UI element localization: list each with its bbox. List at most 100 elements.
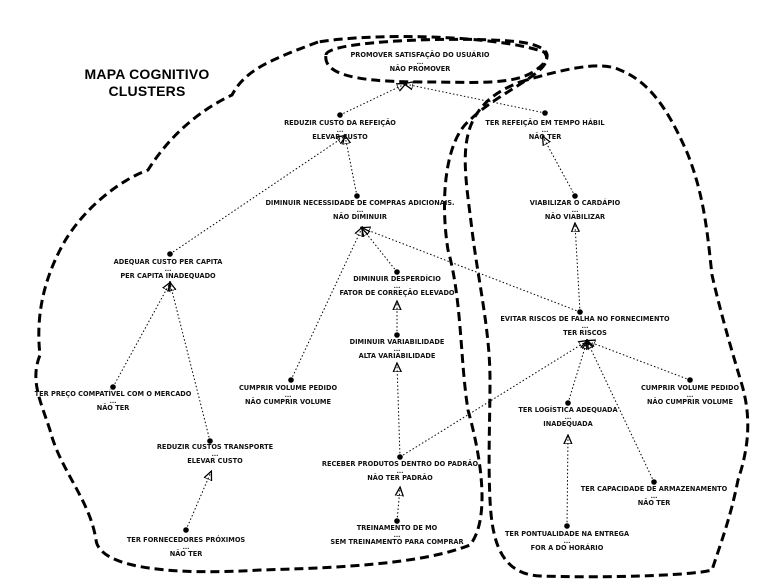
node-opposite: NÃO VIABILIZAR xyxy=(544,212,606,221)
node-separator: ... xyxy=(686,391,694,399)
node-opposite: NÃO TER xyxy=(169,549,203,558)
node-ter-logistica-adequada[interactable]: TER LOGÍSTICA ADEQUADA ... INADEQUADA xyxy=(518,406,617,428)
node-separator: ... xyxy=(393,531,401,539)
node-separator: ... xyxy=(563,537,571,545)
node-opposite: NÃO PROMOVER xyxy=(389,64,451,73)
node-dot-receber xyxy=(397,454,403,460)
node-separator: ... xyxy=(396,467,404,475)
map-title-line1: MAPA COGNITIVO xyxy=(84,66,210,82)
node-label: DIMINUIR VARIABILIDADE xyxy=(349,338,445,346)
node-separator: ... xyxy=(393,282,401,290)
node-label: EVITAR RISCOS DE FALHA NO FORNECIMENTO xyxy=(500,315,670,323)
node-label: TER PONTUALIDADE NA ENTREGA xyxy=(504,530,630,538)
node-separator: ... xyxy=(211,450,219,458)
node-treinamento-mo[interactable]: TREINAMENTO DE MO ... SEM TREINAMENTO PA… xyxy=(330,524,463,546)
node-cumprir-volume-pedido-2[interactable]: CUMPRIR VOLUME PEDIDO ... NÃO CUMPRIR VO… xyxy=(641,384,739,406)
node-opposite: FATOR DE CORREÇÃO ELEVADO xyxy=(339,288,455,297)
node-dot-ter_refeicao xyxy=(542,110,548,116)
link-ter_pontualidade-to-ter_logistica xyxy=(567,436,568,527)
node-ter-preco-compativel[interactable]: TER PREÇO COMPATÍVEL COM O MERCADO ... N… xyxy=(35,390,192,412)
node-dot-treinamento xyxy=(394,518,400,524)
node-opposite: SEM TREINAMENTO PARA COMPRAR xyxy=(330,537,464,546)
node-reduzir-custos-transporte[interactable]: REDUZIR CUSTOS TRANSPORTE ... ELEVAR CUS… xyxy=(157,443,273,465)
node-receber-produtos-padrao[interactable]: RECEBER PRODUTOS DENTRO DO PADRÃO ... NÃ… xyxy=(322,460,478,482)
map-title-line2: CLUSTERS xyxy=(108,83,186,99)
node-opposite: PER CAPITA INADEQUADO xyxy=(120,271,216,280)
node-opposite: ELEVAR CUSTO xyxy=(187,456,243,465)
node-separator: ... xyxy=(284,391,292,399)
node-ter-capacidade-armazenamento[interactable]: TER CAPACIDADE DE ARMAZENAMENTO ... NÃO … xyxy=(581,485,728,507)
link-adequar-to-reduzir_custo xyxy=(169,136,345,255)
node-diminuir-desperdicio[interactable]: DIMINUIR DESPERDÍCIO ... FATOR DE CORREÇ… xyxy=(339,275,454,297)
node-label: TER FORNECEDORES PRÓXIMOS xyxy=(126,536,246,544)
node-opposite: NÃO CUMPRIR VOLUME xyxy=(646,397,733,406)
node-viabilizar-cardapio[interactable]: VIABILIZAR O CARDÁPIO ... NÃO VIABILIZAR xyxy=(530,199,620,221)
node-dot-adequar xyxy=(167,251,173,257)
node-dot-diminuir_nec xyxy=(354,193,360,199)
node-label: CUMPRIR VOLUME PEDIDO xyxy=(238,384,338,392)
node-dot-ter_logistica xyxy=(565,400,571,406)
link-evitar-to-viabilizar xyxy=(575,224,581,313)
node-cumprir-volume-pedido[interactable]: CUMPRIR VOLUME PEDIDO ... NÃO CUMPRIR VO… xyxy=(239,384,337,406)
link-evitar-to-diminuir_nec xyxy=(362,228,581,313)
node-label: TER REFEIÇÃO EM TEMPO HÁBIL xyxy=(485,119,605,127)
node-diminuir-variabilidade[interactable]: DIMINUIR VARIABILIDADE ... ALTA VARIABIL… xyxy=(350,338,445,360)
node-promover-satisfacao[interactable]: PROMOVER SATISFAÇÃO DO USUÁRIO ... NÃO P… xyxy=(350,51,489,73)
node-opposite: NÃO TER PADRÃO xyxy=(367,473,433,482)
node-separator: ... xyxy=(393,345,401,353)
node-separator: ... xyxy=(581,322,589,330)
node-opposite: NÃO TER xyxy=(637,498,671,507)
node-dot-ter_fornecedores xyxy=(183,527,189,533)
node-label: RECEBER PRODUTOS DENTRO DO PADRÃO xyxy=(321,460,479,468)
node-reduzir-custo-refeicao[interactable]: REDUZIR CUSTO DA REFEIÇÃO ... ELEVAR CUS… xyxy=(284,119,396,141)
node-evitar-riscos-falha[interactable]: EVITAR RISCOS DE FALHA NO FORNECIMENTO .… xyxy=(500,315,669,337)
node-label: TER CAPACIDADE DE ARMAZENAMENTO xyxy=(580,485,728,493)
node-separator: ... xyxy=(571,206,579,214)
node-opposite: INADEQUADA xyxy=(543,419,593,428)
node-label: VIABILIZAR O CARDÁPIO xyxy=(529,199,621,207)
node-separator: ... xyxy=(416,58,424,66)
node-label: CUMPRIR VOLUME PEDIDO xyxy=(640,384,740,392)
node-opposite: ELEVAR CUSTO xyxy=(312,132,368,141)
node-separator: ... xyxy=(541,126,549,134)
node-diminuir-necessidade-compras[interactable]: DIMINUIR NECESSIDADE DE COMPRAS ADICIONA… xyxy=(265,199,454,221)
node-dot-viabilizar xyxy=(572,193,578,199)
link-receber-to-diminuir_var xyxy=(397,364,400,458)
node-dot-reduzir_custo xyxy=(337,112,343,118)
link-ter_preco-to-adequar xyxy=(112,283,170,388)
node-opposite: ALTA VARIABILIDADE xyxy=(358,351,436,360)
node-label: ADEQUAR CUSTO PER CAPITA xyxy=(113,258,223,266)
node-separator: ... xyxy=(564,413,572,421)
node-label: TER PREÇO COMPATÍVEL COM O MERCADO xyxy=(34,390,192,398)
node-separator: ... xyxy=(182,543,190,551)
node-label: REDUZIR CUSTOS TRANSPORTE xyxy=(156,443,274,451)
node-opposite: NÃO TER xyxy=(528,132,562,141)
node-ter-fornecedores-proximos[interactable]: TER FORNECEDORES PRÓXIMOS ... NÃO TER xyxy=(127,536,245,558)
cluster-left-outline xyxy=(34,35,548,574)
node-adequar-custo-per-capita[interactable]: ADEQUAR CUSTO PER CAPITA ... PER CAPITA … xyxy=(114,258,223,280)
node-dot-reduzir_transp xyxy=(207,438,213,444)
node-ter-refeicao-tempo[interactable]: TER REFEIÇÃO EM TEMPO HÁBIL ... NÃO TER xyxy=(485,119,604,141)
node-opposite: NÃO CUMPRIR VOLUME xyxy=(244,397,331,406)
node-dot-cumprir_vol2 xyxy=(687,377,693,383)
link-reduzir_custo-to-promover xyxy=(339,84,405,116)
link-ter_logistica-to-evitar xyxy=(567,341,587,404)
node-separator: ... xyxy=(356,206,364,214)
link-reduzir_transp-to-adequar xyxy=(170,283,211,442)
node-opposite: NÃO DIMINUIR xyxy=(333,212,387,221)
node-ter-pontualidade-entrega[interactable]: TER PONTUALIDADE NA ENTREGA ... FOR A DO… xyxy=(505,530,629,552)
link-diminuir_nec-to-reduzir_custo xyxy=(345,136,358,197)
node-dot-evitar xyxy=(577,309,583,315)
node-dot-ter_capacidade xyxy=(651,479,657,485)
cluster-top-outline xyxy=(324,37,549,84)
node-dot-diminuir_desp xyxy=(394,269,400,275)
node-separator: ... xyxy=(650,492,658,500)
node-label: DIMINUIR NECESSIDADE DE COMPRAS ADICIONA… xyxy=(265,199,455,207)
node-dot-diminuir_var xyxy=(394,332,400,338)
node-separator: ... xyxy=(109,397,117,405)
node-label: TER LOGÍSTICA ADEQUADA xyxy=(518,406,618,414)
node-dot-ter_preco xyxy=(110,384,116,390)
node-label: REDUZIR CUSTO DA REFEIÇÃO xyxy=(284,119,396,127)
node-opposite: TER RISCOS xyxy=(563,328,607,337)
